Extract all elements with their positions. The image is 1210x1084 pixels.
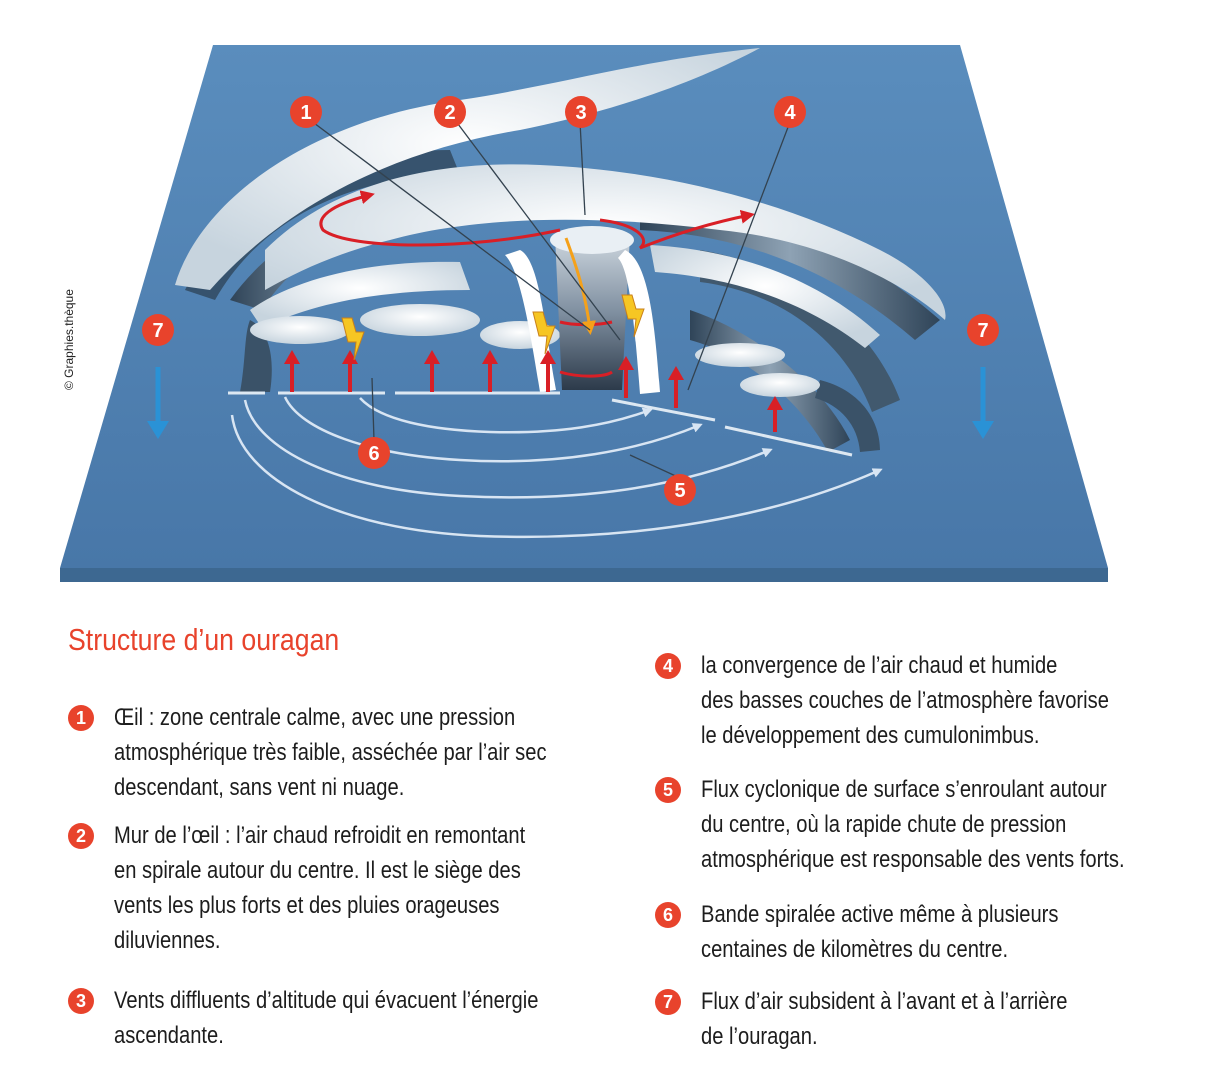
svg-text:2: 2 bbox=[444, 102, 455, 124]
legend-number-badge: 6 bbox=[655, 902, 681, 928]
legend-item-7: 7 Flux d’air subsident à l’avant et à l’… bbox=[655, 984, 1137, 1054]
legend-number-badge: 7 bbox=[655, 989, 681, 1015]
callout-1: 1 bbox=[290, 96, 322, 128]
upper-outflow-arrows bbox=[319, 190, 755, 378]
svg-text:4: 4 bbox=[784, 102, 796, 124]
legend-text: Flux cyclonique de surface s’enroulant a… bbox=[701, 776, 1125, 873]
svg-text:7: 7 bbox=[977, 320, 988, 342]
svg-text:5: 5 bbox=[674, 480, 685, 502]
legend-item-1: 1 Œil : zone centrale calme, avec une pr… bbox=[68, 700, 629, 805]
callout-2: 2 bbox=[434, 96, 466, 128]
subsidence-arrows bbox=[147, 367, 994, 439]
legend-number-badge: 4 bbox=[655, 653, 681, 679]
callout-3: 3 bbox=[565, 96, 597, 128]
legend-number-badge: 3 bbox=[68, 988, 94, 1014]
legend-text: Œil : zone centrale calme, avec une pres… bbox=[114, 704, 547, 801]
legend-item-3: 3 Vents diffluents d’altitude qui évacue… bbox=[68, 983, 619, 1053]
legend-text: Mur de l’œil : l’air chaud refroidit en … bbox=[114, 822, 526, 954]
legend-item-5: 5 Flux cyclonique de surface s’enroulant… bbox=[655, 772, 1205, 877]
svg-text:3: 3 bbox=[575, 102, 586, 124]
ground-strips bbox=[228, 391, 853, 457]
legend-text: Vents diffluents d’altitude qui évacuent… bbox=[114, 987, 539, 1049]
legend-number-badge: 2 bbox=[68, 823, 94, 849]
lightning-bolts bbox=[341, 294, 645, 361]
leader-lines bbox=[309, 119, 791, 479]
callout-5: 5 bbox=[664, 474, 696, 506]
legend-text: Flux d’air subsident à l’avant et à l’ar… bbox=[701, 988, 1068, 1050]
legend-item-2: 2 Mur de l’œil : l’air chaud refroidit e… bbox=[68, 818, 604, 958]
page-title: Structure d’un ouragan bbox=[68, 622, 340, 657]
callout-6: 6 bbox=[358, 437, 390, 469]
svg-text:7: 7 bbox=[152, 320, 163, 342]
legend-number-badge: 1 bbox=[68, 705, 94, 731]
legend-text: la convergence de l’air chaud et humide … bbox=[701, 652, 1109, 749]
svg-text:1: 1 bbox=[300, 102, 311, 124]
hurricane-diagram: 1 2 3 4 5 6 7 7 bbox=[60, 45, 1108, 582]
copyright-credit: © Graphies.thèque bbox=[62, 289, 76, 390]
legend-item-4: 4 la convergence de l’air chaud et humid… bbox=[655, 648, 1187, 753]
legend-text: Bande spiralée active même à plusieurs c… bbox=[701, 901, 1059, 963]
callout-4: 4 bbox=[774, 96, 806, 128]
eye-descent-arrow bbox=[564, 237, 596, 335]
updraft-arrows bbox=[284, 350, 783, 432]
legend-item-6: 6 Bande spiralée active même à plusieurs… bbox=[655, 897, 1127, 967]
callout-7-right: 7 bbox=[967, 314, 999, 346]
svg-text:6: 6 bbox=[368, 443, 379, 465]
callout-7-left: 7 bbox=[142, 314, 174, 346]
upper-cloud-shield bbox=[175, 48, 946, 397]
legend-number-badge: 5 bbox=[655, 777, 681, 803]
